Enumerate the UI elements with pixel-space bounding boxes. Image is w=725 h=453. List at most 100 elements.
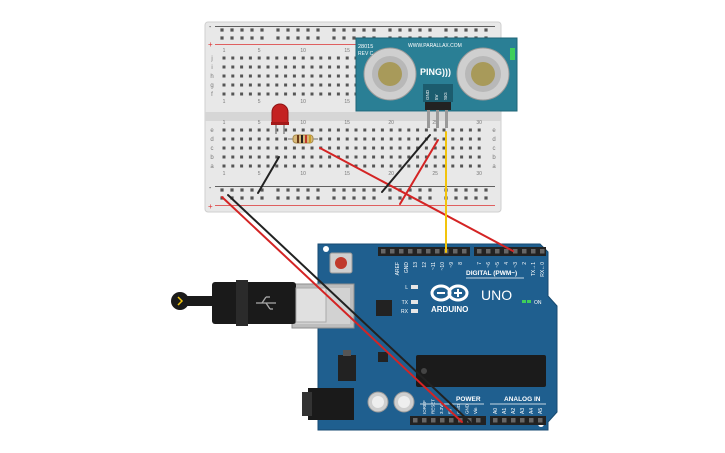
terminal-hole — [257, 65, 261, 69]
terminal-hole — [319, 155, 323, 159]
terminal-hole — [328, 74, 332, 78]
sensor-pin-label: SIG — [443, 92, 448, 100]
terminal-hole — [477, 164, 481, 168]
terminal-hole — [460, 146, 464, 150]
rail-hole — [342, 196, 346, 200]
row-letter-label: b — [210, 155, 214, 161]
terminal-hole — [372, 128, 376, 132]
terminal-hole — [468, 146, 472, 150]
terminal-hole — [372, 146, 376, 150]
rail-hole — [454, 196, 458, 200]
wire-red-sensor-5v — [399, 139, 439, 205]
analog-pin-label: A5 — [538, 408, 544, 414]
terminal-hole — [292, 128, 296, 132]
terminal-hole — [328, 137, 332, 141]
terminal-hole — [275, 65, 279, 69]
rail-hole — [220, 188, 224, 192]
voltage-regulator-tab — [343, 350, 351, 356]
terminal-hole — [292, 65, 296, 69]
terminal-hole — [240, 137, 244, 141]
terminal-hole — [319, 164, 323, 168]
terminal-hole — [284, 146, 288, 150]
resistor-band — [309, 135, 311, 143]
terminal-hole — [407, 155, 411, 159]
rail-hole — [352, 196, 356, 200]
row-letter-label: c — [211, 146, 214, 152]
rail-hole — [398, 196, 402, 200]
terminal-hole — [275, 164, 279, 168]
terminal-hole — [460, 137, 464, 141]
terminal-hole — [345, 83, 349, 87]
column-number-label: 5 — [258, 99, 261, 105]
terminal-hole — [248, 155, 252, 159]
terminal-hole — [380, 146, 384, 150]
terminal-hole — [424, 164, 428, 168]
terminal-hole — [345, 155, 349, 159]
center-channel — [205, 112, 501, 121]
sensor-pin-gnd — [427, 110, 430, 128]
header-pin-hole — [462, 249, 467, 254]
header-pin-hole — [413, 418, 418, 423]
rail-hole — [352, 28, 356, 32]
terminal-hole — [451, 155, 455, 159]
capacitor-top — [398, 396, 410, 408]
digital-header-right — [474, 247, 546, 256]
terminal-hole — [345, 92, 349, 96]
status-led-label: L — [405, 285, 408, 291]
column-number-label: 30 — [476, 171, 482, 177]
terminal-hole — [248, 164, 252, 168]
terminal-hole — [257, 56, 261, 60]
terminal-hole — [275, 83, 279, 87]
header-pin-hole — [476, 418, 481, 423]
status-led — [411, 300, 418, 304]
sensor-pin-label: GND — [425, 89, 430, 100]
rail-hole — [250, 28, 254, 32]
column-number-label: 1 — [223, 120, 226, 126]
terminal-hole — [319, 83, 323, 87]
rail-hole — [408, 28, 412, 32]
terminal-hole — [231, 56, 235, 60]
digital-pin-label: ~5 — [495, 262, 501, 268]
terminal-hole — [319, 74, 323, 78]
terminal-hole — [257, 74, 261, 78]
terminal-hole — [345, 146, 349, 150]
power-pin-label: IOREF — [422, 400, 427, 414]
sensor-pin-sig — [445, 110, 448, 128]
terminal-hole — [266, 128, 270, 132]
terminal-hole — [407, 128, 411, 132]
terminal-hole — [416, 155, 420, 159]
terminal-hole — [380, 164, 384, 168]
terminal-hole — [389, 146, 393, 150]
terminal-hole — [328, 155, 332, 159]
rail-hole — [454, 188, 458, 192]
terminal-hole — [292, 146, 296, 150]
rail-hole — [276, 196, 280, 200]
terminal-hole — [284, 137, 288, 141]
rail-hole — [250, 196, 254, 200]
column-number-label: 15 — [344, 99, 350, 105]
header-pin-hole — [381, 249, 386, 254]
terminal-hole — [468, 155, 472, 159]
terminal-hole — [336, 146, 340, 150]
rail-hole — [388, 28, 392, 32]
digital-pin-label: TX→1 — [531, 262, 537, 276]
terminal-hole — [328, 164, 332, 168]
terminal-hole — [240, 146, 244, 150]
resistor-band — [297, 135, 299, 143]
rail-hole — [260, 196, 264, 200]
terminal-hole — [442, 164, 446, 168]
rail-hole — [418, 196, 422, 200]
header-pin-hole — [426, 249, 431, 254]
terminal-hole — [398, 164, 402, 168]
terminal-hole — [336, 92, 340, 96]
reset-button-cap[interactable] — [335, 257, 347, 269]
terminal-hole — [407, 137, 411, 141]
terminal-hole — [416, 137, 420, 141]
header-pin-hole — [540, 249, 545, 254]
digital-pin-label: ~9 — [449, 262, 455, 268]
digital-pin-label: 13 — [413, 262, 419, 268]
terminal-hole — [345, 65, 349, 69]
terminal-hole — [301, 128, 305, 132]
terminal-hole — [292, 164, 296, 168]
column-number-label: 1 — [223, 99, 226, 105]
